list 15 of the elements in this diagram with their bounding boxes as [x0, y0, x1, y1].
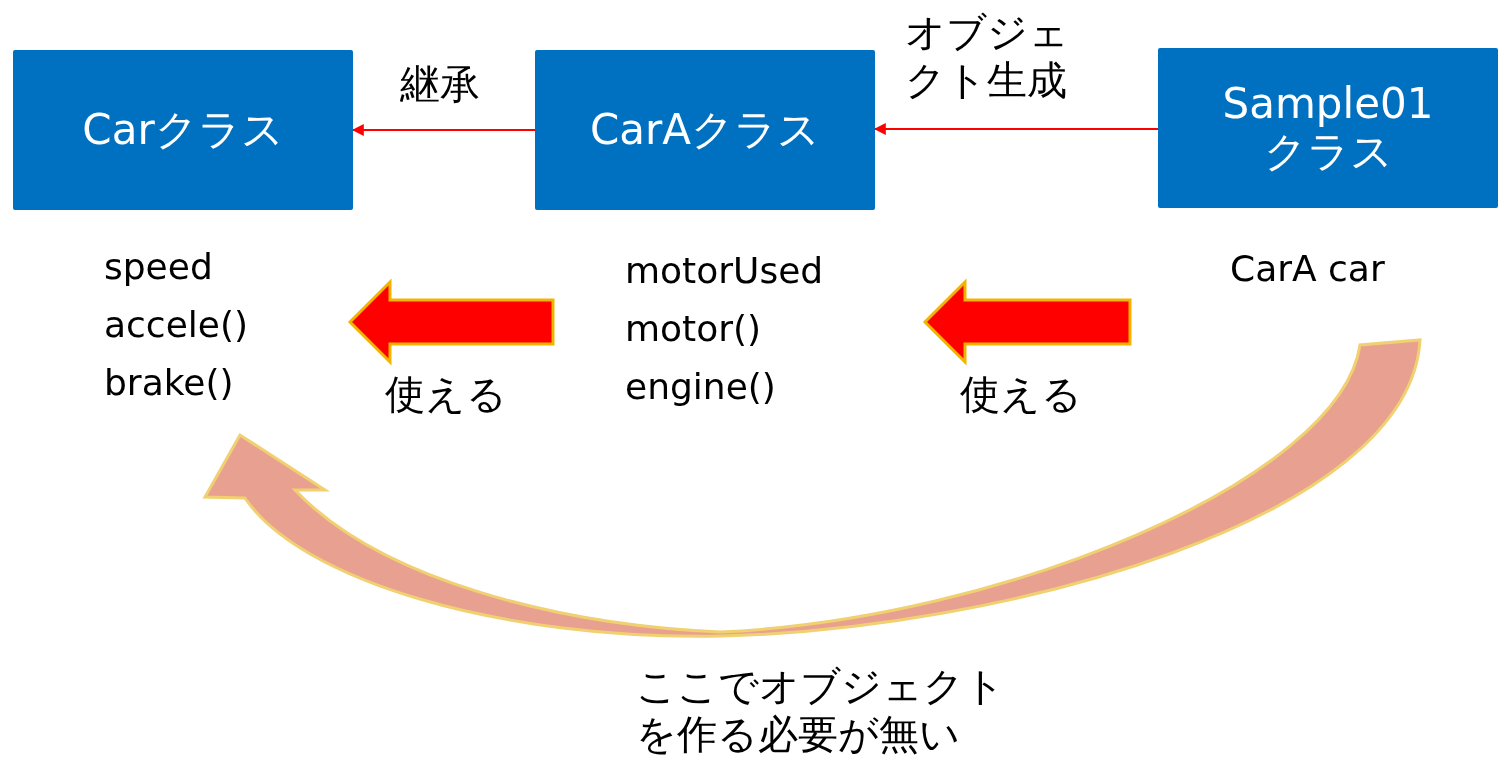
member-text: engine() — [625, 365, 776, 409]
arrow — [873, 123, 1159, 135]
class-box: CarAクラス — [535, 50, 875, 210]
member-text: motor() — [625, 307, 762, 351]
class-box: Sample01 クラス — [1158, 48, 1498, 208]
member-text: brake() — [104, 361, 234, 405]
block-arrow — [347, 278, 555, 366]
arrow — [351, 124, 536, 136]
member-text: speed — [104, 245, 213, 289]
member-text: CarA car — [1230, 247, 1385, 291]
curved-arrow — [203, 338, 1422, 638]
member-text: accele() — [104, 303, 249, 347]
member-text: motorUsed — [625, 249, 824, 293]
block-arrow — [922, 278, 1132, 366]
class-box: Carクラス — [13, 50, 353, 210]
